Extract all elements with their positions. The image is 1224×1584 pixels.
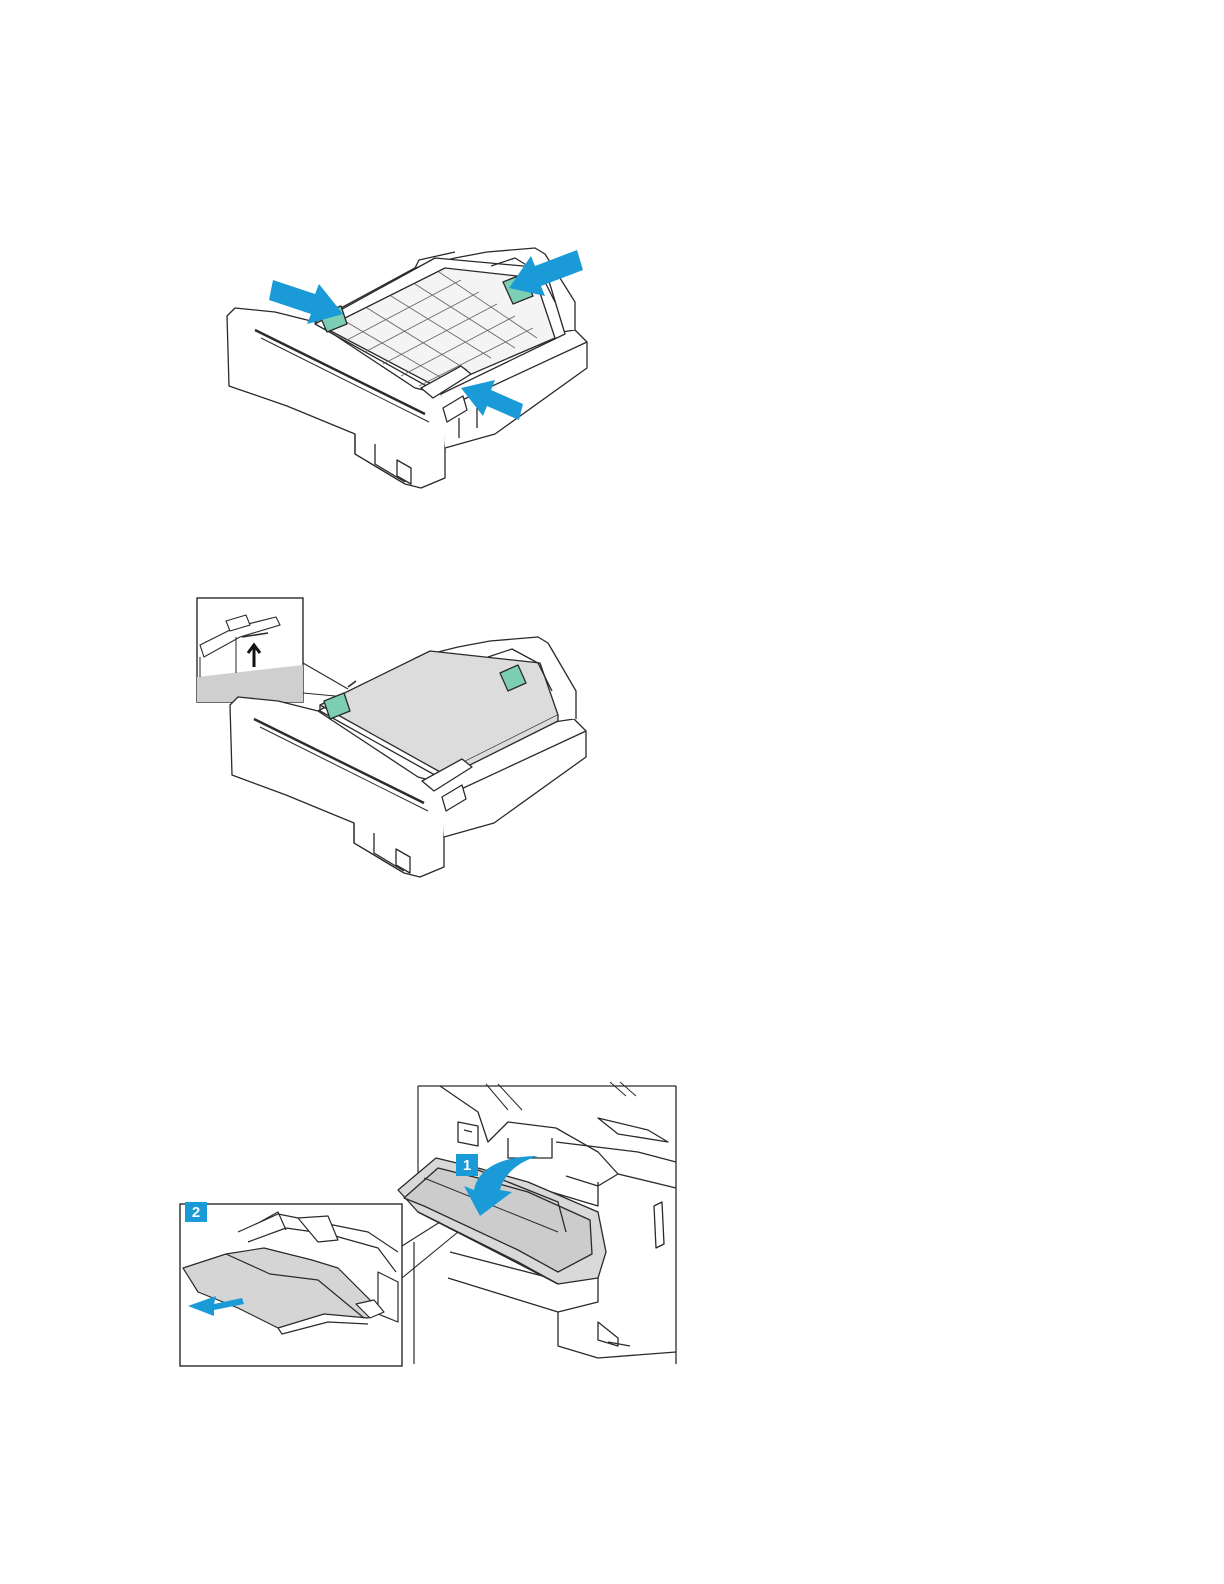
tray-guides-illustration: [215, 238, 595, 498]
figure-mpf: 1 2: [178, 1082, 678, 1372]
callout-1-label: 1: [463, 1157, 471, 1174]
callout-2: 2: [185, 1202, 207, 1222]
max-fill-detail-inset: [197, 598, 348, 702]
tray-loaded-illustration: [196, 597, 596, 887]
callout-1: 1: [456, 1154, 478, 1176]
figure-tray-guides: [215, 238, 595, 498]
mpf-illustration: 1 2: [178, 1082, 678, 1372]
figure-tray-loaded: [196, 597, 596, 887]
extension-detail-inset: [180, 1204, 458, 1366]
callout-2-label: 2: [192, 1204, 200, 1221]
